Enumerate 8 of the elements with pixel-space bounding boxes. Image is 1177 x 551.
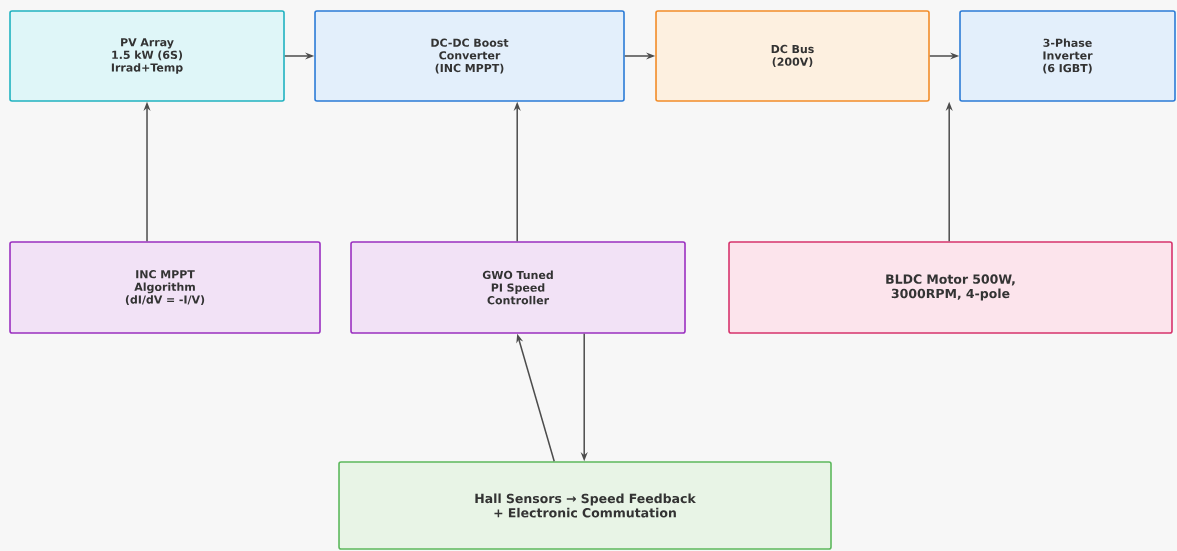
process-box: DC Bus (200V) (655, 10, 930, 102)
process-box: BLDC Motor 500W, 3000RPM, 4-pole (728, 241, 1173, 334)
process-box: DC-DC Boost Converter (INC MPPT) (314, 10, 625, 102)
process-box: 3-Phase Inverter (6 IGBT) (959, 10, 1176, 102)
process-box: INC MPPT Algorithm (dI/dV = -I/V) (9, 241, 321, 334)
process-box: PV Array 1.5 kW (6S) Irrad+Temp (9, 10, 285, 102)
process-box: GWO Tuned PI Speed Controller (350, 241, 686, 334)
process-box: Hall Sensors → Speed Feedback + Electronic Commutation (338, 461, 832, 550)
